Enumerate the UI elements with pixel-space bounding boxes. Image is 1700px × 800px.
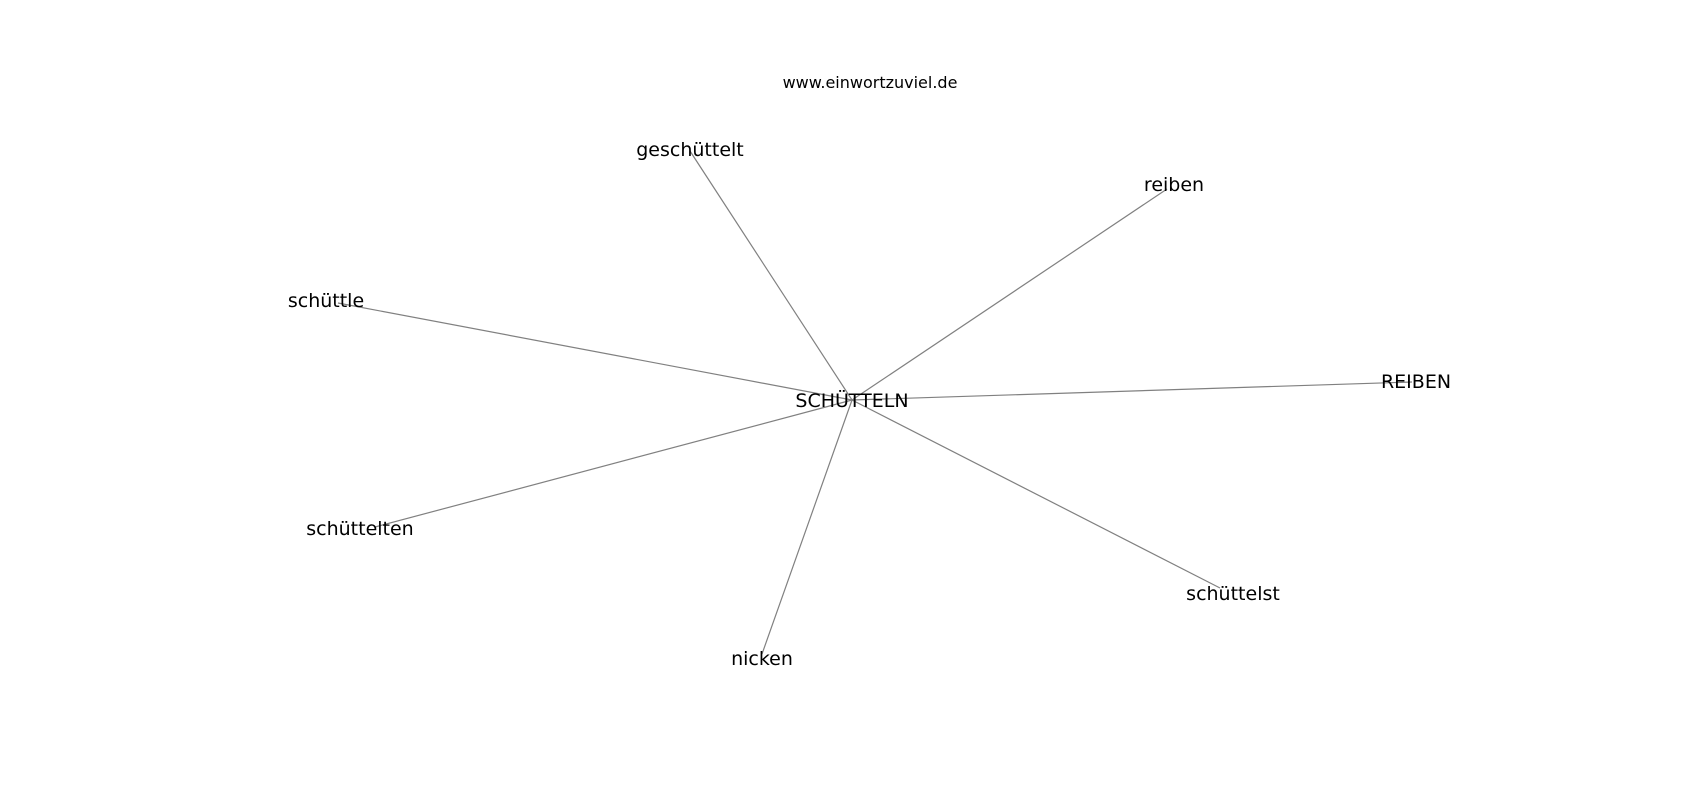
node-center: SCHÜTTELN (795, 389, 908, 412)
node-nicken: nicken (731, 648, 793, 670)
site-label: www.einwortzuviel.de (783, 73, 958, 92)
labels-group: SCHÜTTELN geschüttelt reiben schüttle RE… (288, 139, 1451, 670)
edge-center-nicken (761, 399, 853, 655)
node-REIBEN: REIBEN (1381, 371, 1451, 393)
edge-center-schuettelten (374, 399, 853, 528)
edge-center-geschuettelt (689, 150, 853, 401)
edge-center-reiben (851, 188, 1168, 401)
edge-center-schuettelst (851, 399, 1221, 589)
node-reiben: reiben (1144, 174, 1204, 196)
node-geschuettelt: geschüttelt (636, 139, 744, 161)
node-schuettle: schüttle (288, 290, 364, 312)
node-schuettelst: schüttelst (1186, 583, 1280, 605)
node-schuettelten: schüttelten (306, 518, 413, 540)
edges-group (337, 150, 1413, 655)
edge-center-REIBEN (851, 381, 1413, 401)
edge-center-schuettle (337, 302, 853, 401)
